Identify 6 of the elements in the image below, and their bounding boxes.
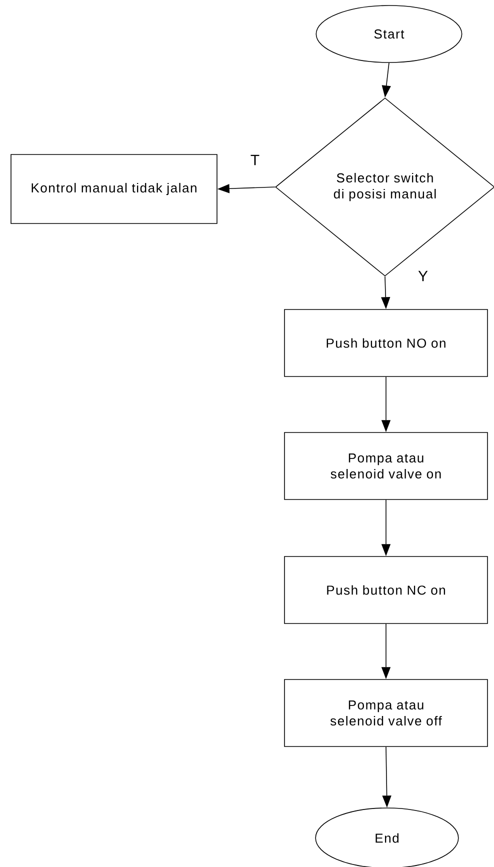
process-box: Kontrol manual tidak jalan <box>10 154 218 224</box>
process-box: Pompa atau selenoid valve off <box>284 679 488 747</box>
edge-label: T <box>249 154 261 166</box>
process-box: Pompa atau selenoid valve on <box>284 432 488 500</box>
process-box: Push button NC on <box>284 556 488 624</box>
process-box: Push button NO on <box>284 309 488 377</box>
